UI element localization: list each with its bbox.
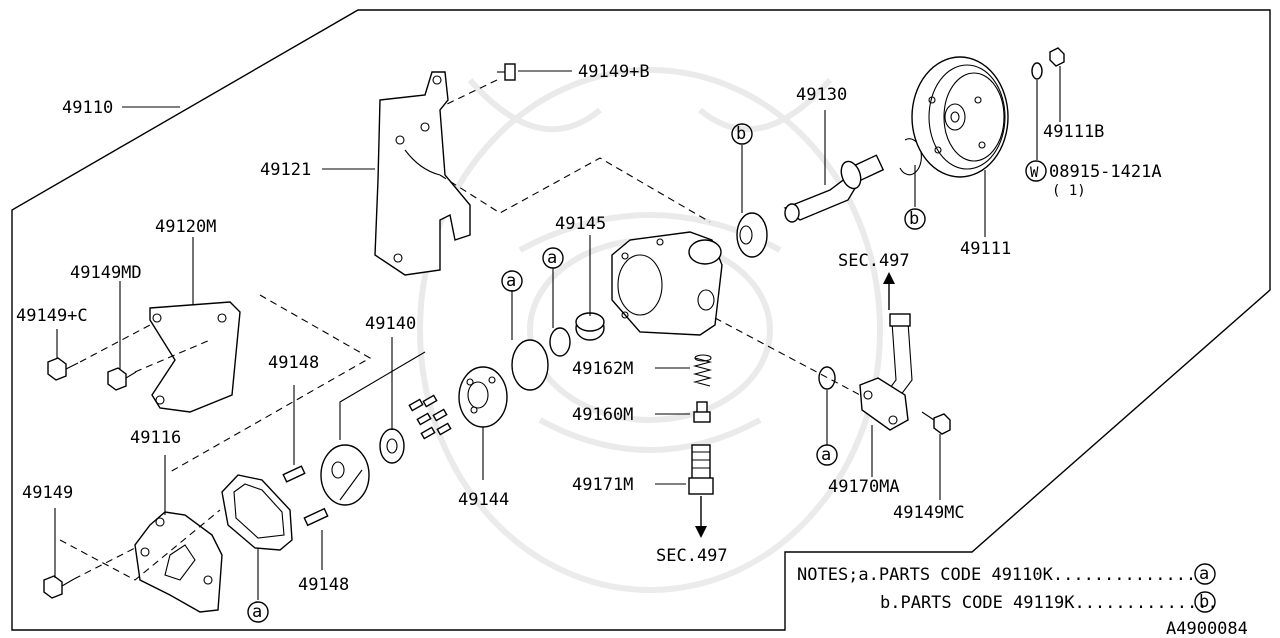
svg-text:a: a bbox=[252, 602, 262, 622]
ref-circle-b-2: b bbox=[904, 208, 926, 230]
label-08915-1421a: 08915-1421A bbox=[1049, 162, 1162, 182]
diagram-frame bbox=[11, 9, 1271, 631]
bolt-49149-mc bbox=[921, 411, 951, 435]
notes-mark-b: b bbox=[1199, 592, 1209, 612]
label-49144: 49144 bbox=[458, 490, 509, 510]
o-ring-large bbox=[511, 339, 549, 391]
union-49171m bbox=[688, 444, 714, 495]
label-49171m: 49171M bbox=[572, 475, 633, 495]
shaft-49130 bbox=[783, 154, 885, 223]
label-49149md: 49149MD bbox=[70, 263, 142, 283]
rotor-49140 bbox=[379, 428, 405, 464]
bolt-49149-b bbox=[497, 63, 516, 81]
notes-mark-a: a bbox=[1199, 564, 1209, 584]
o-ring-small bbox=[549, 327, 571, 357]
ref-circle-a-1: a bbox=[501, 270, 523, 292]
bolt-49149-c bbox=[47, 357, 79, 381]
svg-text:a: a bbox=[547, 248, 557, 268]
bolt-49149 bbox=[43, 575, 75, 599]
oil-seal bbox=[736, 212, 768, 258]
pin-upper-49148 bbox=[282, 465, 306, 483]
label-49148-lower: 49148 bbox=[298, 575, 349, 595]
pulley-49111 bbox=[911, 56, 1009, 178]
washer bbox=[1031, 62, 1043, 80]
label-washer-qty: ( 1) bbox=[1052, 183, 1086, 199]
label-49160m: 49160M bbox=[572, 405, 633, 425]
nut-49111b bbox=[1049, 47, 1065, 67]
spring-49162m bbox=[692, 354, 713, 387]
label-49140: 49140 bbox=[365, 314, 416, 334]
svg-text:a: a bbox=[506, 271, 516, 291]
ref-circle-b-1: b bbox=[731, 123, 753, 145]
pipe-49170ma bbox=[859, 313, 913, 431]
label-49111: 49111 bbox=[960, 239, 1011, 259]
washer-mark: W bbox=[1025, 160, 1047, 182]
label-49149-c: 49149+C bbox=[16, 306, 88, 326]
svg-text:b: b bbox=[736, 124, 746, 144]
vanes bbox=[408, 394, 452, 440]
label-49116: 49116 bbox=[130, 428, 181, 448]
label-49145: 49145 bbox=[555, 214, 606, 234]
label-sec497-lower: SEC.497 bbox=[656, 546, 728, 566]
bracket-49121 bbox=[374, 71, 471, 276]
label-49110: 49110 bbox=[62, 98, 113, 118]
valve-49160m bbox=[693, 401, 711, 423]
svg-text:b: b bbox=[909, 209, 919, 229]
label-49148-upper: 49148 bbox=[268, 353, 319, 373]
ref-circle-a-3: a bbox=[816, 444, 838, 466]
bolt-49149-md bbox=[107, 367, 137, 391]
notes-line-b: b.PARTS CODE 49119K.............. bbox=[880, 593, 1218, 613]
pressure-plate bbox=[320, 444, 370, 506]
snap-ring bbox=[899, 138, 922, 176]
label-49162m: 49162M bbox=[572, 359, 633, 379]
notes-line-a: NOTES;a.PARTS CODE 49110K.............. bbox=[797, 565, 1196, 585]
label-49170ma: 49170MA bbox=[828, 477, 900, 497]
gasket bbox=[221, 474, 293, 551]
cover-49116 bbox=[134, 511, 223, 613]
label-sec497-upper: SEC.497 bbox=[838, 251, 910, 271]
svg-text:a: a bbox=[821, 445, 831, 465]
svg-text:W: W bbox=[1030, 165, 1039, 181]
label-49120m: 49120M bbox=[155, 217, 216, 237]
cam-ring-49144 bbox=[458, 366, 508, 428]
label-49149: 49149 bbox=[22, 483, 73, 503]
o-ring-pipe bbox=[818, 366, 836, 390]
pump-body bbox=[611, 231, 723, 336]
label-49149mc: 49149MC bbox=[893, 503, 965, 523]
label-49111b: 49111B bbox=[1043, 122, 1104, 142]
pin-lower-49148 bbox=[303, 507, 329, 527]
ref-circle-a-4: a bbox=[247, 601, 269, 623]
label-49130: 49130 bbox=[796, 85, 847, 105]
connector-49145 bbox=[575, 312, 605, 341]
label-49121: 49121 bbox=[260, 160, 311, 180]
figure-id: A4900084 bbox=[1166, 619, 1248, 638]
notes-block: NOTES;a.PARTS CODE 49110K.............. … bbox=[797, 563, 1218, 613]
stay-49120m bbox=[149, 301, 241, 413]
label-49149-b: 49149+B bbox=[578, 62, 650, 82]
ref-circle-a-2: a bbox=[542, 247, 564, 269]
